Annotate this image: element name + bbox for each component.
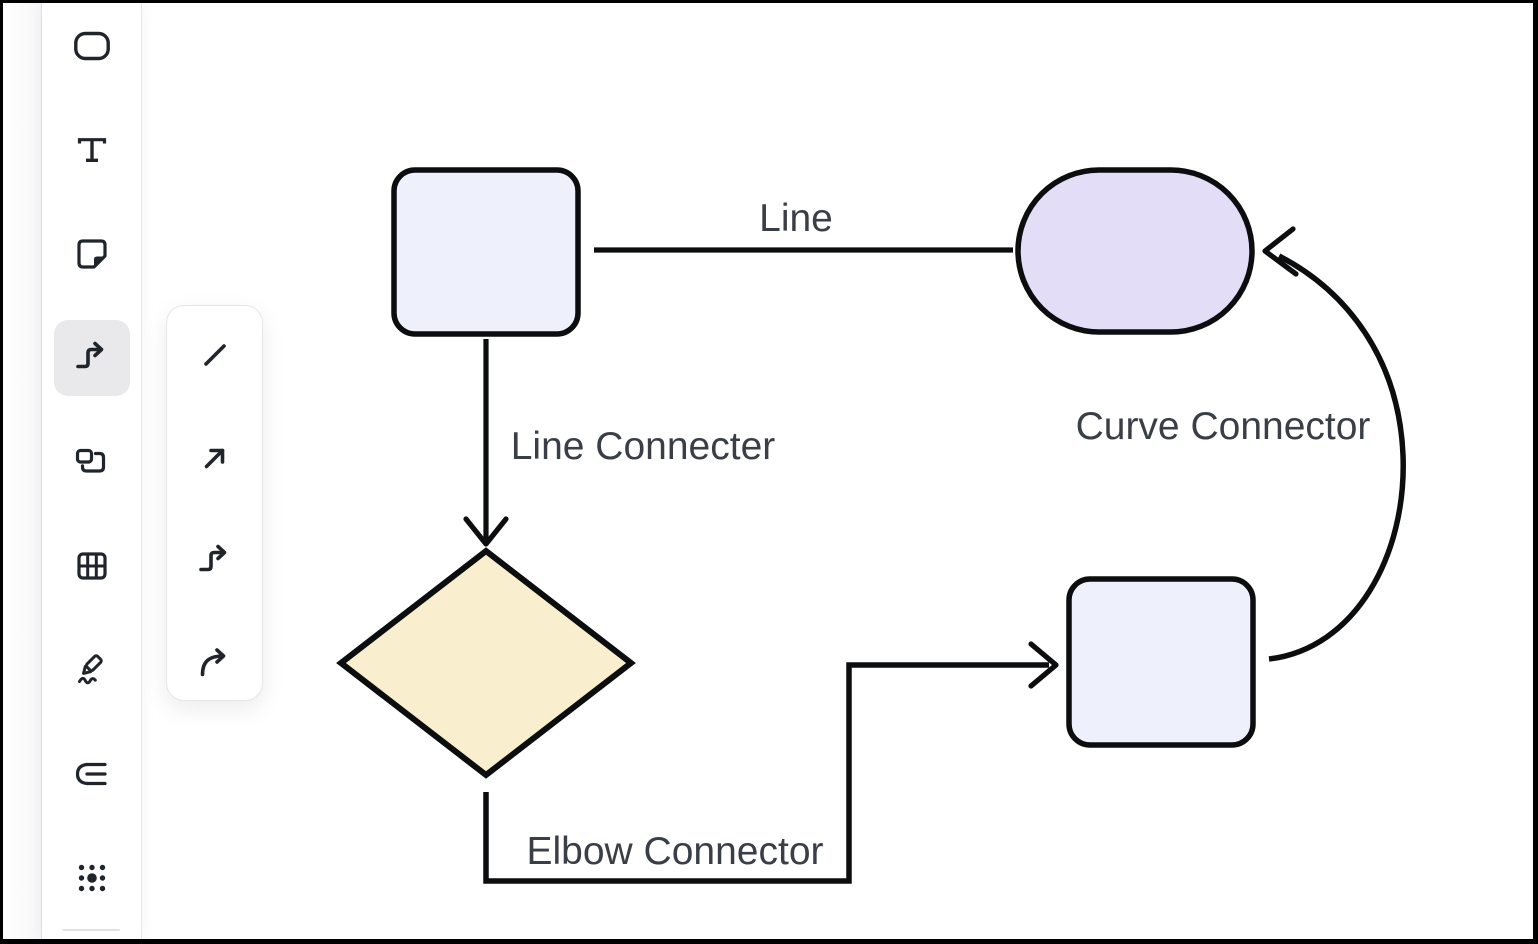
elbow-connector-icon <box>75 341 103 369</box>
canvas-shape-rounded-square-top-left[interactable] <box>391 167 581 337</box>
arrowhead-right-icon <box>1028 641 1059 689</box>
canvas-shape-pill[interactable] <box>1015 167 1255 335</box>
arrow-icon <box>204 448 224 469</box>
text-icon <box>77 138 106 162</box>
toolbar-button-connector[interactable] <box>53 320 130 396</box>
canvas-label-line[interactable]: Line <box>759 197 833 240</box>
pen-icon <box>77 654 103 685</box>
sticky-note-icon <box>76 239 107 269</box>
canvas-connector-elbow[interactable] <box>483 662 1049 884</box>
canvas-shape-diamond[interactable] <box>336 547 636 779</box>
toolbar-button-text[interactable] <box>54 112 130 188</box>
canvas-label-line-connector[interactable]: Line Connecter <box>511 425 776 468</box>
flyout-button-curve-connector[interactable] <box>183 632 247 696</box>
toolbar-button-table[interactable] <box>54 528 130 604</box>
mind-map-icon <box>75 762 107 786</box>
toolbar-button-more-apps[interactable] <box>54 840 130 916</box>
flyout-button-straight-line[interactable] <box>183 323 247 387</box>
toolbar-button-shape[interactable] <box>54 8 130 84</box>
curve-connector-icon <box>200 648 225 677</box>
canvas-shape-rounded-square-right[interactable] <box>1066 576 1256 748</box>
flyout-button-straight-arrow[interactable] <box>183 426 247 490</box>
canvas[interactable]: Line Line Connecter Curve Connector Elbo… <box>3 3 1533 939</box>
table-icon <box>76 552 107 580</box>
canvas-label-elbow-connector[interactable]: Elbow Connector <box>527 830 824 873</box>
connector-flyout <box>166 305 263 701</box>
arrowhead-left-icon <box>1262 226 1299 277</box>
canvas-connector-curve[interactable] <box>1268 253 1406 662</box>
line-icon <box>203 344 226 366</box>
canvas-label-curve-connector[interactable]: Curve Connector <box>1076 405 1371 448</box>
arrowhead-down-icon <box>463 516 509 547</box>
toolbar-button-draw[interactable] <box>54 632 130 708</box>
toolbar-divider <box>62 929 120 931</box>
left-gutter <box>3 3 42 939</box>
toolbar <box>42 3 142 939</box>
toolbar-button-frame[interactable] <box>54 424 130 500</box>
toolbar-button-sticky-note[interactable] <box>54 216 130 292</box>
rounded-rectangle-icon <box>73 31 110 61</box>
flyout-button-elbow-connector[interactable] <box>183 529 247 593</box>
frame-icon <box>75 448 105 473</box>
elbow-connector-icon <box>198 544 226 572</box>
dots-grid-icon <box>78 864 105 892</box>
toolbar-button-mind-map[interactable] <box>54 736 130 812</box>
